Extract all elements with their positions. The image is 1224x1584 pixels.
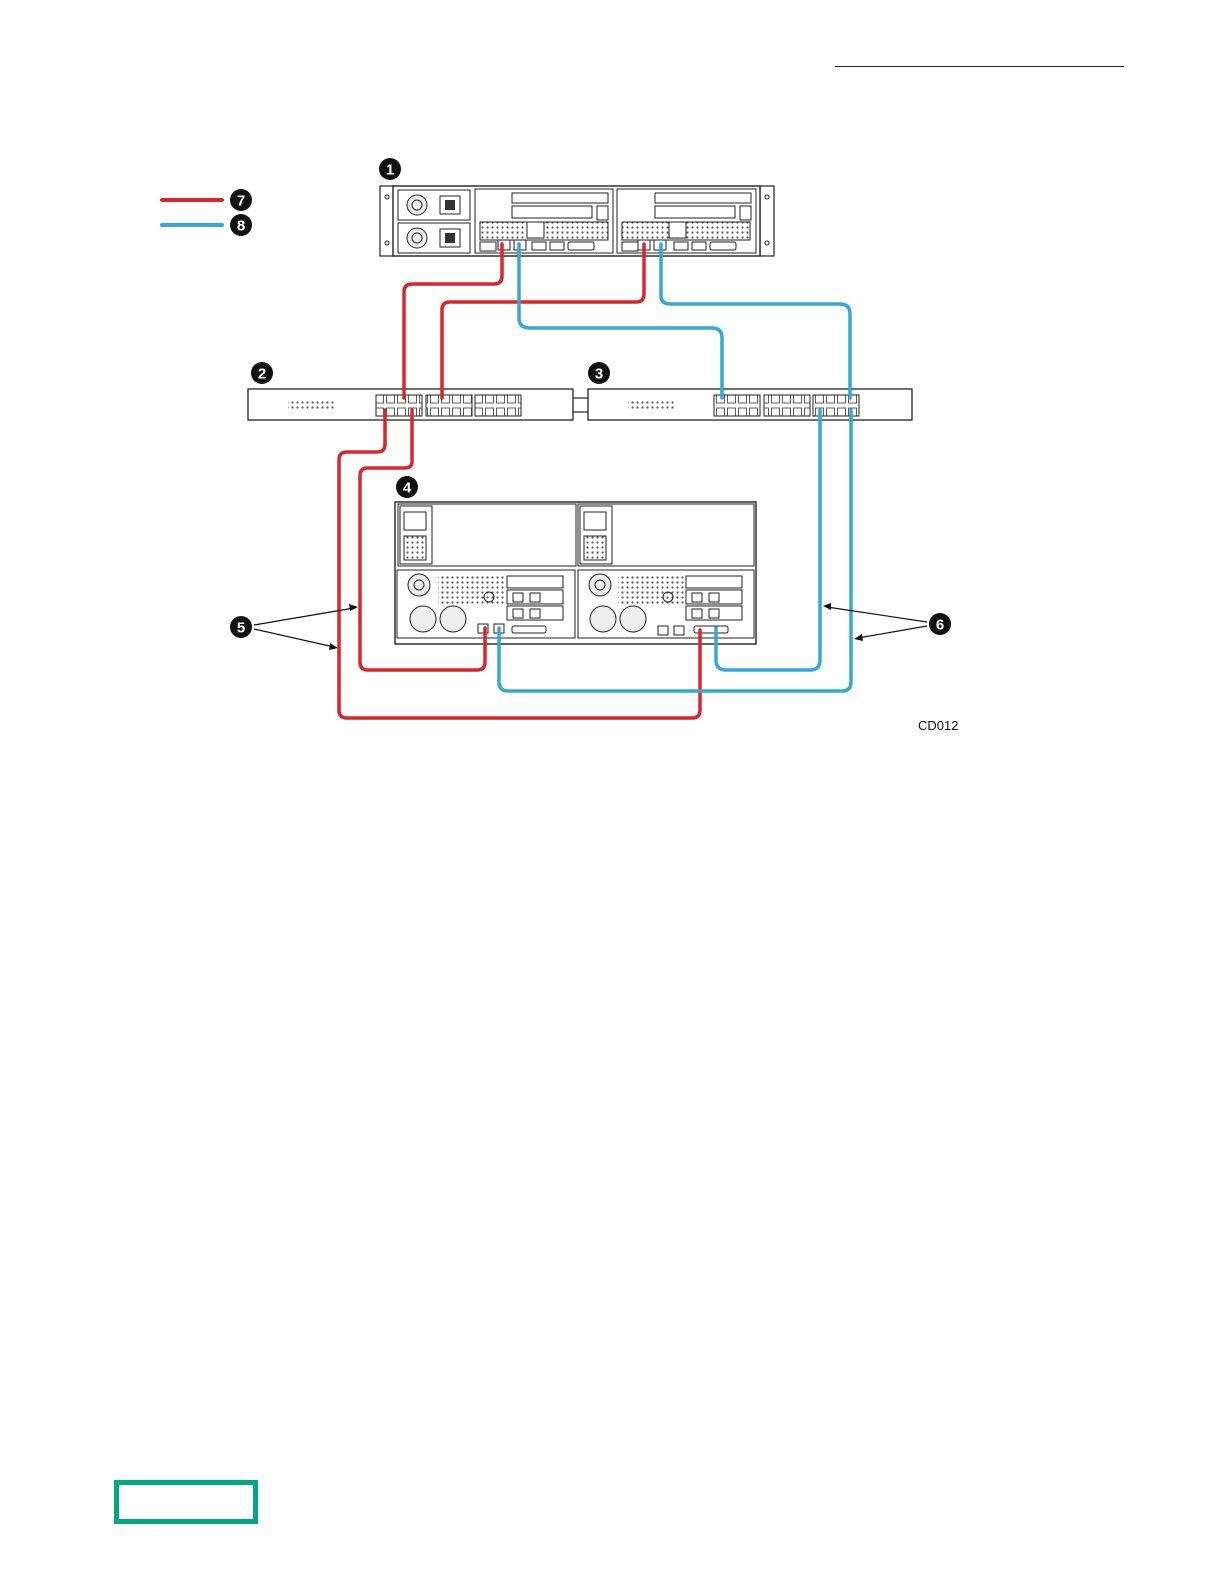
hpe-logo-box xyxy=(114,1480,258,1524)
server-chassis: 1 xyxy=(379,158,774,256)
callout-2: 2 xyxy=(258,366,266,383)
red-cable-server-a-to-switch-left xyxy=(404,244,502,398)
callout-7: 7 xyxy=(237,193,245,210)
blue-cable-server-b-to-switch-right xyxy=(661,244,850,398)
switch-right: 3 xyxy=(588,362,912,420)
network-cabling-diagram: 7 8 1 xyxy=(0,0,1224,800)
legend: 7 8 xyxy=(162,189,252,236)
red-cable-server-b-to-switch-left xyxy=(442,244,644,398)
callout-4: 4 xyxy=(403,480,412,497)
figure-code: CD012 xyxy=(918,718,958,733)
callout-6: 6 xyxy=(936,617,944,634)
callout-3: 3 xyxy=(595,366,603,383)
callout-6-group: 6 xyxy=(823,603,951,641)
callout-8: 8 xyxy=(237,218,245,235)
callout-5: 5 xyxy=(237,620,245,637)
callout-1: 1 xyxy=(386,162,394,179)
blue-cable-server-a-to-switch-right xyxy=(519,244,722,398)
storage-enclosure: 4 xyxy=(395,476,756,644)
